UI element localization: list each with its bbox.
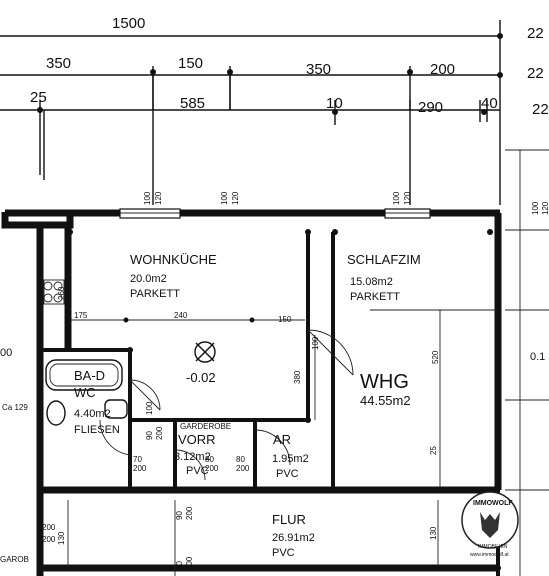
interior-dim: 150 (278, 315, 292, 324)
stove-burner-icon (43, 293, 53, 303)
room-area-abstellraum: 1.95m2 (272, 453, 309, 465)
left-edge-gar: GAROB (0, 555, 29, 564)
ceiling-light-icon (194, 341, 216, 363)
dimension-lines (0, 20, 549, 576)
dim-row2-2: 150 (178, 55, 203, 72)
interior-dim: 260 (57, 286, 66, 300)
room-area-schlafzimmer: 15.08m2 (350, 276, 393, 288)
immowolf-logo: IMMOWOLF IMMOBILIEN www.immowolf.at (461, 491, 519, 558)
interior-dim: 80 (236, 455, 245, 464)
level-marker: -0.02 (186, 370, 216, 385)
opening-dim: 100 (143, 191, 152, 205)
dim-row2-1: 350 (46, 55, 71, 72)
interior-dim: 90 (175, 511, 184, 520)
room-name-schlafzimmer: SCHLAFZIM (347, 252, 421, 267)
toilet-icon (46, 400, 66, 426)
logo-sub: IMMOBILIEN (478, 544, 508, 550)
opening-dim: 100 (531, 201, 540, 215)
interior-dim: 200 (185, 556, 194, 570)
interior-dim: 90 (145, 431, 154, 440)
interior-dim: 100 (145, 401, 154, 415)
dim-row3-3: 10 (326, 95, 343, 112)
logo-text: IMMOWOLF (473, 500, 513, 507)
interior-dim: 200 (155, 426, 164, 440)
room-area-flur: 26.91m2 (272, 532, 315, 544)
opening-dim: 100 (220, 191, 229, 205)
dim-total-width: 1500 (112, 15, 145, 32)
bath-fixtures (43, 279, 128, 426)
unit-label: WHG (360, 371, 409, 393)
opening-dimensions: 100 120 100 120 100 120 100 120 (143, 191, 549, 215)
interior-dim: 175 (74, 311, 88, 320)
interior-dim: 200 (42, 535, 56, 544)
left-edge-ca: Ca 129 (2, 403, 28, 412)
opening-dim: 120 (231, 191, 240, 205)
dim-row3-4: 290 (418, 99, 443, 116)
room-labels: WOHNKÜCHE 20.0m2 PARKETT SCHLAFZIM 15.08… (0, 252, 421, 564)
interior-dim: 380 (293, 370, 302, 384)
door-swings (99, 329, 354, 481)
interior-dim: 90 (175, 561, 184, 570)
interior-dim: 100 (311, 336, 320, 350)
interior-dim: 130 (57, 531, 66, 545)
stove-burner-icon (53, 293, 63, 303)
room-name-bad: BA-D (74, 368, 105, 383)
room-name-abstellraum: AR (273, 432, 291, 447)
interior-dim: 200 (133, 464, 147, 473)
dimension-labels: 1500 22 350 150 350 200 22 25 585 10 290… (30, 15, 549, 118)
dim-row2-3: 350 (306, 61, 331, 78)
interior-dim: 200 (185, 506, 194, 520)
dim-row3-5: 40 (481, 95, 498, 112)
wolf-icon (480, 512, 500, 538)
interior-dim: 25 (429, 446, 438, 455)
opening-dim: 100 (392, 191, 401, 205)
opening-dim: 120 (403, 191, 412, 205)
interior-dim: 200 (205, 464, 219, 473)
dim-right-1: 22 (527, 25, 544, 42)
opening-dim: 120 (154, 191, 163, 205)
dim-row2-5: 22 (527, 65, 544, 82)
room-area-bad: 4.40m2 (74, 408, 111, 420)
room-floor-bad: FLIESEN (74, 424, 120, 436)
interior-dim: 0.1 (530, 351, 545, 363)
dim-row3-6: 22 (532, 101, 549, 118)
room-name-garderobe: GARDEROBE (180, 422, 231, 431)
dim-row3-1: 25 (30, 89, 47, 106)
interior-dim: 520 (431, 350, 440, 364)
logo-url: www.immowolf.at (470, 552, 509, 558)
room-floor-abstellraum: PVC (276, 468, 299, 480)
walls (1, 208, 502, 576)
stove-burner-icon (43, 281, 53, 291)
room-area-vorraum: 3.12m2 (174, 451, 211, 463)
dim-row2-4: 200 (430, 61, 455, 78)
room-name-flur: FLUR (272, 512, 306, 527)
sink-icon (104, 399, 128, 419)
interior-dimension-lines (67, 309, 498, 576)
room-floor-wohnkueche: PARKETT (130, 288, 180, 300)
interior-dim: 130 (429, 526, 438, 540)
interior-dim: 200 (42, 523, 56, 532)
left-edge-dim: 00 (0, 347, 12, 359)
room-name-wohnkueche: WOHNKÜCHE (130, 252, 217, 267)
bathtub-icon (45, 359, 123, 391)
opening-dim: 120 (541, 201, 549, 215)
room-floor-flur: PVC (272, 547, 295, 559)
room-sub-bad: WC (74, 385, 96, 400)
interior-dim: 200 (236, 464, 250, 473)
room-floor-vorraum: PVC (186, 465, 209, 477)
unit-area: 44.55m2 (360, 393, 411, 408)
room-area-wohnkueche: 20.0m2 (130, 273, 167, 285)
interior-dim: 240 (174, 311, 188, 320)
stove-burner-icon (53, 281, 63, 291)
interior-dim: 80 (205, 455, 214, 464)
dim-row3-2: 585 (180, 95, 205, 112)
interior-dimension-labels: 260 175 240 150 380 520 25 130 70 200 90… (42, 286, 545, 570)
room-name-vorraum: VORR (178, 432, 216, 447)
interior-dim: 70 (133, 455, 142, 464)
room-floor-schlafzimmer: PARKETT (350, 291, 400, 303)
